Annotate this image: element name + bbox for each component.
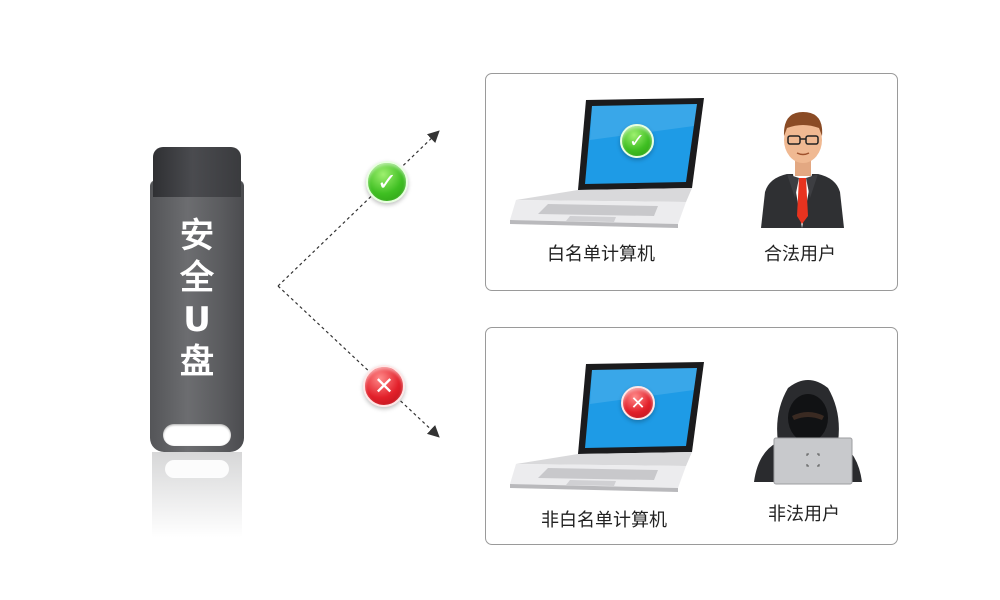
usb-keyring-hole	[163, 424, 231, 446]
usb-reflection-hole	[165, 460, 229, 478]
cross-icon: ✕	[363, 365, 405, 407]
hacker-icon	[754, 380, 862, 485]
legitimate-user-icon	[761, 112, 844, 228]
allowed-arrow	[277, 130, 440, 287]
legitimate-user-label: 合法用户	[764, 244, 836, 265]
usb-label-char: U	[183, 300, 211, 340]
usb-label-char: 盘	[180, 342, 214, 382]
non-whitelist-computer-label: 非白名单计算机	[541, 510, 667, 531]
usb-label-char: 安	[180, 216, 214, 256]
illegal-user-label: 非法用户	[768, 504, 840, 525]
laptop-icon	[510, 98, 704, 228]
screen-check-icon: ✓	[620, 124, 654, 158]
screen-cross-icon: ✕	[621, 386, 655, 420]
denied-arrow	[277, 285, 440, 438]
whitelist-computer-label: 白名单计算机	[547, 244, 655, 265]
laptop-icon	[510, 362, 704, 492]
check-icon: ✓	[366, 161, 408, 203]
secure-usb-drive	[150, 180, 244, 452]
usb-label-char: 全	[180, 258, 214, 298]
usb-cap	[153, 147, 241, 197]
usb-label: 安 全 U 盘	[150, 215, 244, 383]
